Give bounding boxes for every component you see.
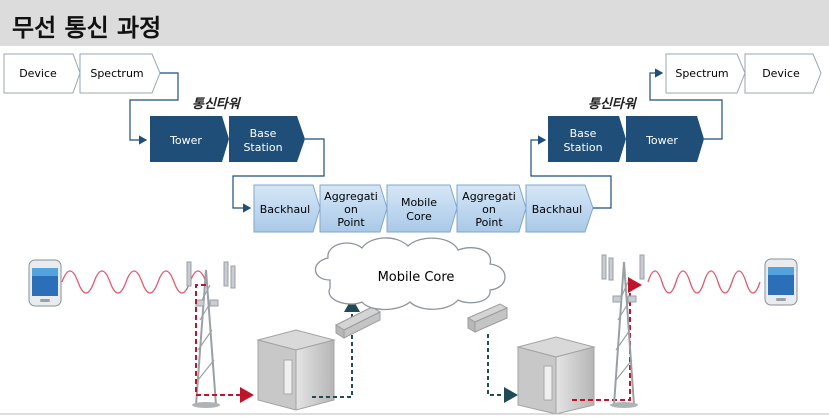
flow-aggregation-right: Aggregati on Point	[456, 184, 527, 233]
flow-label: Backhaul	[260, 203, 310, 216]
flow-label: Point	[337, 216, 365, 229]
aggregation-device-left	[334, 306, 382, 339]
phone-right	[764, 258, 798, 306]
page-title: 무선 통신 과정	[12, 14, 162, 42]
flow-left-device: Device	[3, 53, 81, 94]
connector	[649, 68, 723, 140]
flow-label: Point	[475, 216, 503, 229]
flow-label: Tower	[645, 134, 678, 147]
server-right	[516, 336, 596, 415]
flow-aggregation-left: Aggregati on Point	[319, 184, 388, 233]
flow-label: Station	[563, 141, 602, 154]
flow-label: Aggregati	[462, 190, 516, 203]
cell-tower-right	[601, 254, 645, 408]
phone-left	[28, 259, 62, 307]
cell-tower-left	[186, 261, 236, 408]
flow-label: Device	[19, 67, 57, 80]
title-bar: 무선 통신 과정	[0, 0, 829, 46]
flow-label: Aggregati	[324, 190, 378, 203]
flow-label: Backhaul	[532, 203, 582, 216]
tower-label-right: 통신타워	[588, 96, 638, 112]
aggregation-device-right	[466, 303, 509, 333]
data-path-right-core	[487, 334, 518, 403]
flow-mobile-core: Mobile Core	[386, 184, 458, 233]
flow-label: Tower	[169, 134, 202, 147]
flow-left-spectrum: Spectrum	[79, 53, 161, 94]
flow-label: Base	[250, 127, 277, 140]
flow-label: on	[344, 203, 358, 216]
flow-label: Spectrum	[90, 67, 143, 80]
mobile-core-cloud: Mobile Core	[314, 237, 506, 311]
flow-label: Station	[243, 141, 282, 154]
flow-label: Device	[762, 67, 800, 80]
flow-right-tower: Tower	[626, 116, 704, 162]
flow-left-base-station: Base Station	[229, 116, 305, 162]
flow-right-spectrum: Spectrum	[665, 53, 746, 94]
connector	[232, 138, 325, 213]
flow-label: Spectrum	[675, 67, 728, 80]
flow-label: Mobile	[401, 196, 437, 209]
data-path-left-tower	[195, 284, 254, 403]
flow-right-device: Device	[744, 53, 822, 94]
flow-label: Core	[406, 210, 432, 223]
signal-wave-left	[61, 270, 207, 294]
tower-label-left: 통신타워	[192, 96, 242, 112]
flow-label: Base	[570, 127, 597, 140]
cloud-label: Mobile Core	[378, 270, 455, 285]
flow-left-tower: Tower	[150, 116, 229, 162]
flow-label: on	[482, 203, 496, 216]
flow-backhaul-left: Backhaul	[253, 184, 321, 233]
connector	[129, 72, 179, 145]
connector	[530, 135, 612, 209]
flow-backhaul-right: Backhaul	[525, 184, 594, 233]
signal-wave-right	[647, 270, 761, 294]
flow-right-base-station: Base Station	[548, 116, 626, 162]
server-left	[256, 329, 336, 411]
